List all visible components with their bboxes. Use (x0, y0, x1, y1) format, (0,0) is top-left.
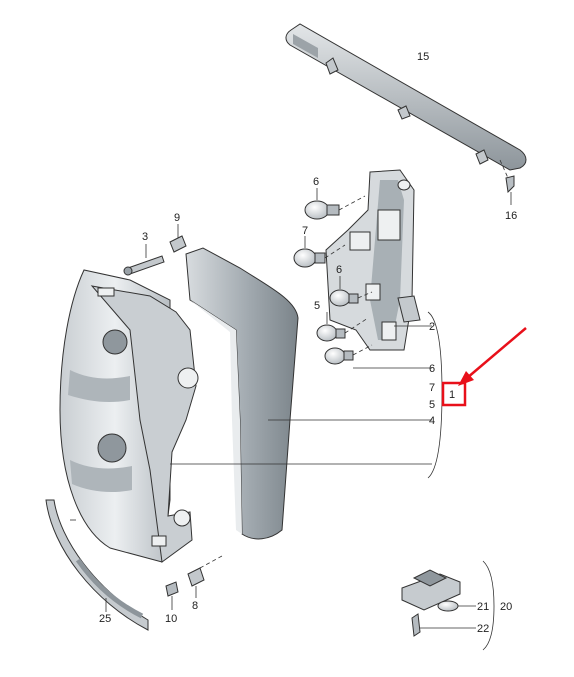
label-25: 25 (99, 613, 111, 625)
label-8: 8 (192, 600, 198, 612)
red-arrow-shaft (466, 327, 527, 379)
bulb-7-top (293, 236, 346, 268)
clip-9 (169, 224, 187, 253)
label-5-right: 5 (429, 399, 435, 411)
label-7-top: 7 (302, 225, 308, 237)
label-15: 15 (417, 51, 429, 63)
bulb-holder (325, 169, 421, 351)
label-10: 10 (165, 613, 177, 625)
clip-8 (187, 555, 223, 598)
bulb-6-top (304, 188, 366, 220)
label-4: 4 (429, 415, 435, 427)
label-7-right: 7 (429, 382, 435, 394)
highlight-callout (441, 327, 527, 407)
label-2: 2 (429, 321, 435, 333)
label-5-middle: 5 (314, 300, 320, 312)
gasket-4 (185, 247, 299, 540)
label-6-top: 6 (313, 176, 319, 188)
screw-10 (165, 581, 179, 610)
red-arrow-head (458, 371, 474, 386)
label-22: 22 (477, 623, 489, 635)
label-1: 1 (449, 389, 455, 401)
screw-16 (499, 159, 515, 205)
highlight-box (441, 381, 467, 407)
label-16: 16 (505, 210, 517, 222)
label-9: 9 (174, 212, 180, 224)
tail-light-housing (59, 269, 199, 563)
screw-3 (123, 244, 165, 276)
label-20: 20 (500, 601, 512, 613)
label-3: 3 (142, 231, 148, 243)
bulb-6-bottom (324, 344, 373, 365)
brake-light-bar (285, 23, 527, 171)
bulb-6-middle (329, 276, 373, 307)
reflector-25 (45, 499, 149, 631)
bulb-5-middle (316, 312, 369, 342)
label-21: 21 (477, 601, 489, 613)
label-6-middle: 6 (336, 264, 342, 276)
license-plate-light (401, 560, 495, 651)
label-6-right: 6 (429, 363, 435, 375)
